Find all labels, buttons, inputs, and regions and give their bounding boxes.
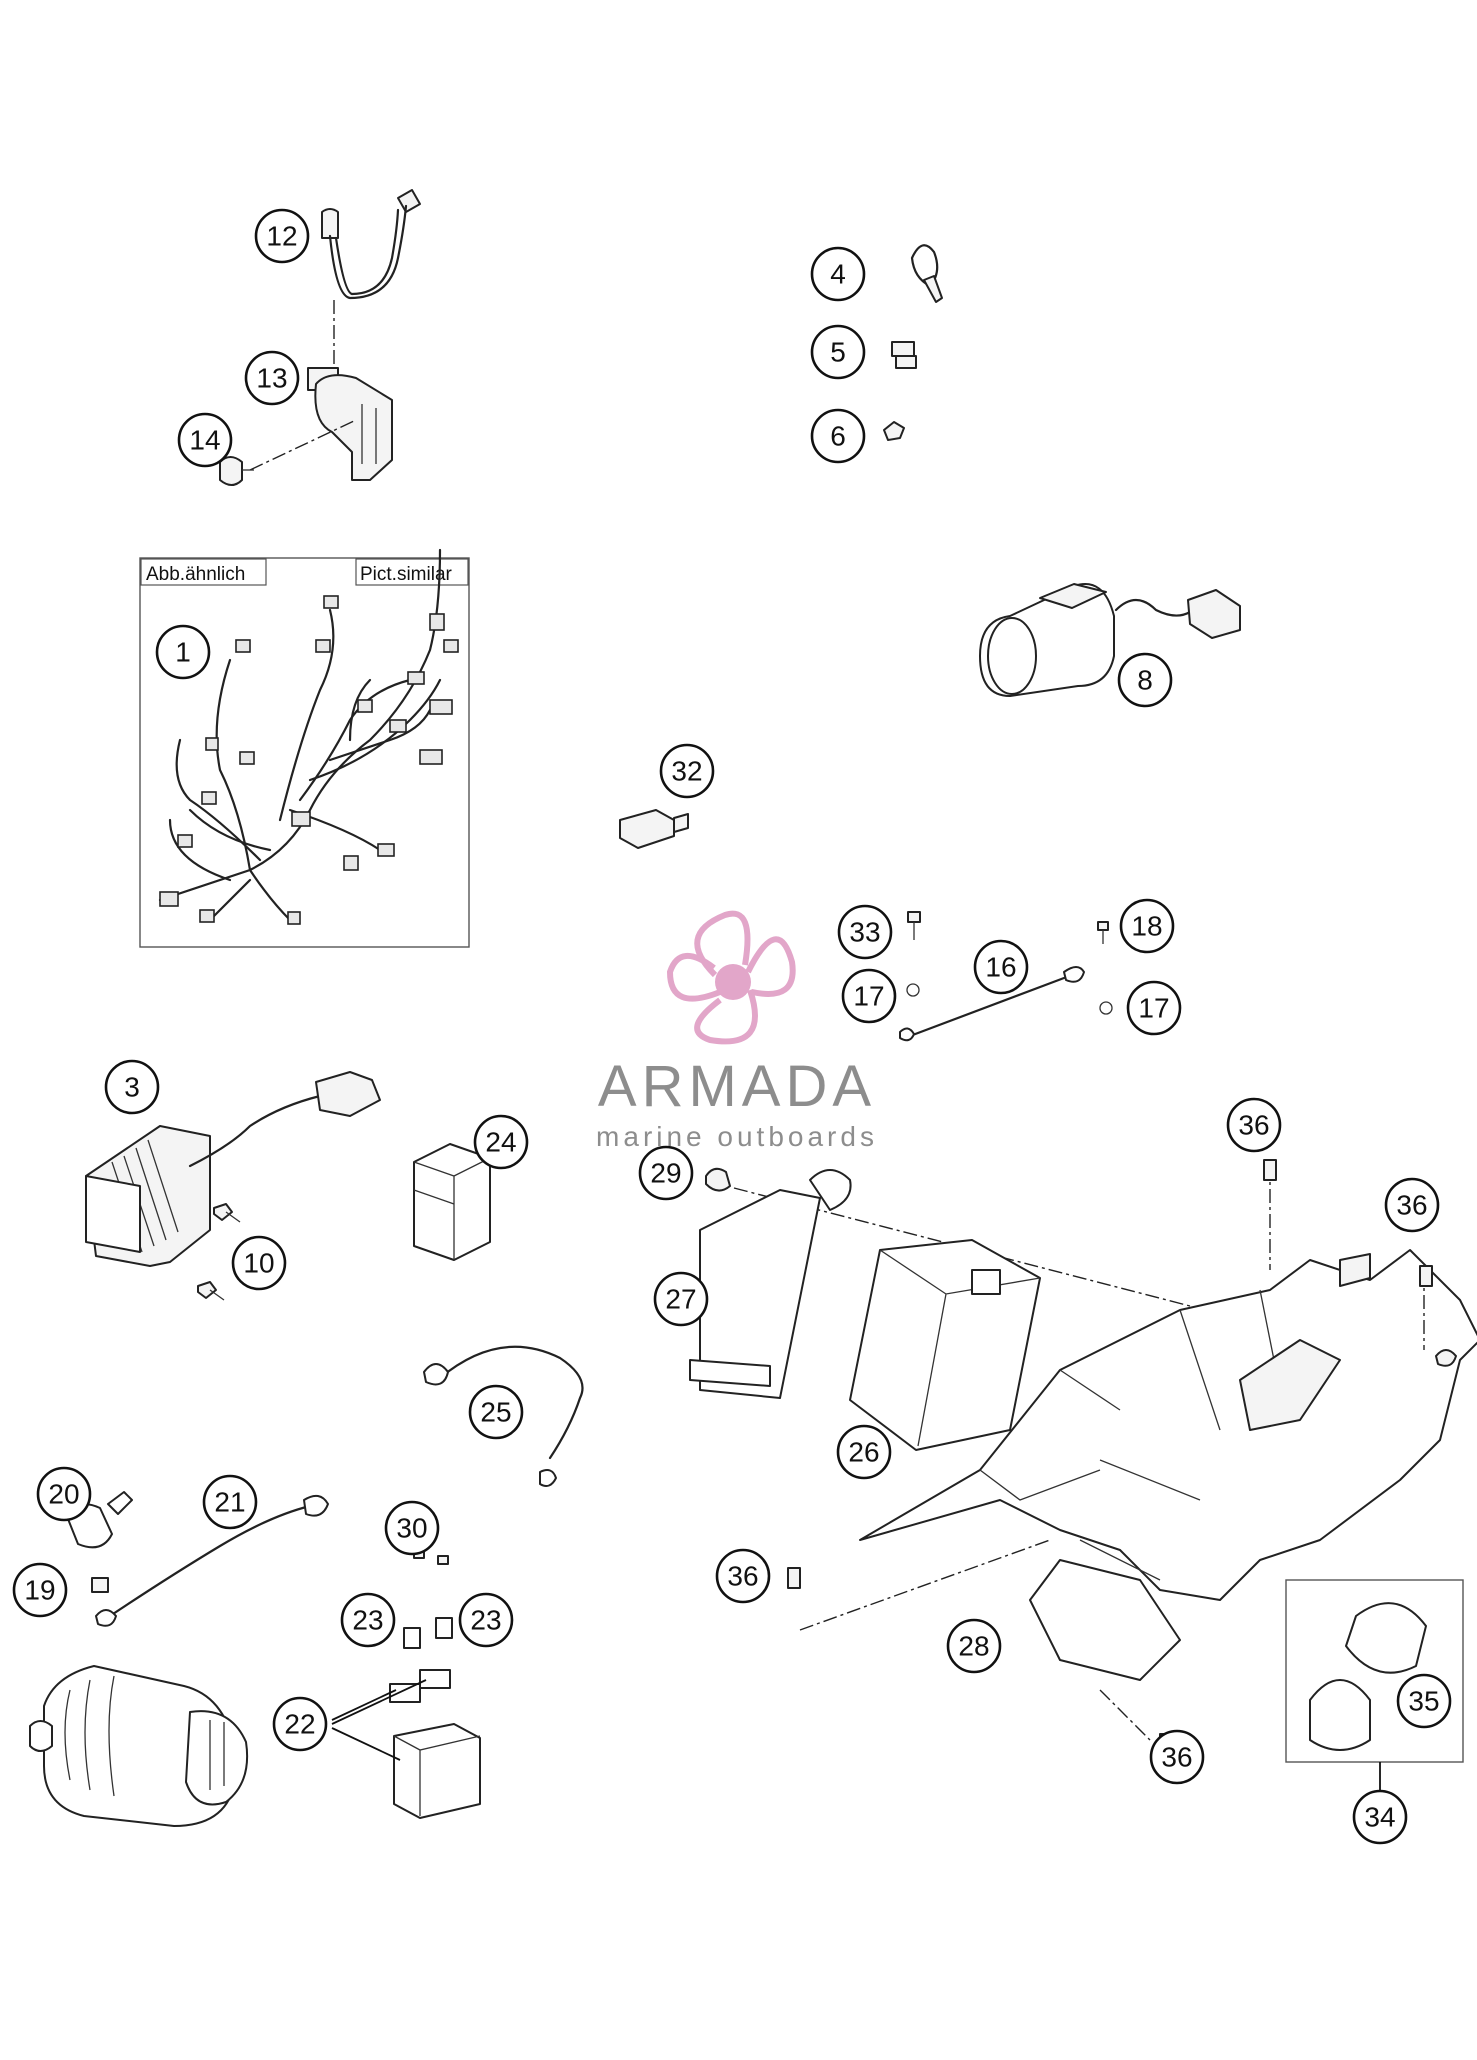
svg-text:32: 32 [671, 756, 702, 787]
svg-text:26: 26 [848, 1437, 879, 1468]
svg-text:36: 36 [727, 1561, 758, 1592]
callout-23-left: 23 [340, 1592, 396, 1648]
callout-10: 10 [231, 1235, 287, 1291]
svg-text:23: 23 [470, 1605, 501, 1636]
starter-motor-illustration [29, 1665, 249, 1827]
starter-relay-illustration [331, 1549, 481, 1819]
callout-16: 16 [973, 939, 1029, 995]
notice-english: Pict.similar [360, 564, 453, 585]
cable-clip-illustration [891, 341, 917, 369]
callout-25: 25 [468, 1384, 524, 1440]
svg-text:16: 16 [985, 952, 1016, 983]
svg-text:28: 28 [958, 1631, 989, 1662]
ground-cable-illustration [899, 911, 1113, 1042]
svg-text:4: 4 [830, 259, 846, 290]
callout-26: 26 [836, 1424, 892, 1480]
cylinder-component-illustration [979, 583, 1241, 697]
svg-text:3: 3 [124, 1072, 140, 1103]
svg-text:20: 20 [48, 1479, 79, 1510]
callout-22: 22 [272, 1696, 328, 1752]
callout-34: 34 [1352, 1789, 1408, 1845]
cable-tie-illustration [910, 244, 943, 303]
svg-text:36: 36 [1161, 1742, 1192, 1773]
callout-36-left: 36 [715, 1548, 771, 1604]
switch-assembly-illustration [219, 189, 421, 486]
svg-text:5: 5 [830, 337, 846, 368]
callout-17-left: 17 [841, 968, 897, 1024]
callout-19: 19 [12, 1562, 68, 1618]
svg-text:35: 35 [1408, 1686, 1439, 1717]
svg-text:22: 22 [284, 1709, 315, 1740]
svg-text:23: 23 [352, 1605, 383, 1636]
svg-text:17: 17 [1138, 993, 1169, 1024]
brand-tagline: marine outboards [596, 1121, 878, 1152]
relay-illustration [413, 1143, 491, 1261]
svg-text:14: 14 [189, 425, 220, 456]
svg-text:34: 34 [1364, 1802, 1395, 1833]
svg-text:30: 30 [396, 1513, 427, 1544]
svg-text:18: 18 [1131, 911, 1162, 942]
callout-27: 27 [653, 1271, 709, 1327]
callout-30: 30 [384, 1500, 440, 1556]
callout-5: 5 [810, 324, 866, 380]
notice-german: Abb.ähnlich [146, 564, 245, 585]
svg-text:25: 25 [480, 1397, 511, 1428]
svg-text:8: 8 [1137, 665, 1153, 696]
callout-36-right: 36 [1384, 1177, 1440, 1233]
battery-cable-illustration [423, 1345, 584, 1487]
svg-text:21: 21 [214, 1487, 245, 1518]
callout-13: 13 [244, 350, 300, 406]
armada-logo: ARMADA marine outboards [596, 910, 878, 1152]
svg-text:17: 17 [853, 981, 884, 1012]
wiring-harness-illustration [158, 548, 459, 925]
starter-cable-illustration [65, 1491, 329, 1627]
callout-18: 18 [1119, 898, 1175, 954]
callout-14: 14 [177, 412, 233, 468]
callout-33: 33 [837, 904, 893, 960]
callout-36-bottom: 36 [1149, 1729, 1205, 1785]
callout-8: 8 [1117, 652, 1173, 708]
svg-text:6: 6 [830, 421, 846, 452]
wiring-harness-box: Abb.ähnlich Pict.similar [139, 548, 470, 948]
callout-6: 6 [810, 408, 866, 464]
callout-35: 35 [1396, 1673, 1452, 1729]
callout-1: 1 [155, 624, 211, 680]
svg-text:33: 33 [849, 917, 880, 948]
callout-23-right: 23 [458, 1592, 514, 1648]
regulator-illustration [85, 1071, 381, 1301]
callout-12: 12 [254, 208, 310, 264]
svg-text:1: 1 [175, 637, 191, 668]
callout-32: 32 [659, 743, 715, 799]
svg-text:19: 19 [24, 1575, 55, 1606]
svg-text:36: 36 [1238, 1110, 1269, 1141]
brand-name: ARMADA [598, 1054, 876, 1119]
connector-illustration [619, 809, 689, 849]
battery-box-illustration [689, 1159, 1477, 1755]
small-clip-illustration [883, 421, 905, 441]
svg-text:12: 12 [266, 221, 297, 252]
svg-text:13: 13 [256, 363, 287, 394]
callout-29: 29 [638, 1145, 694, 1201]
sensor-box [1285, 1579, 1464, 1800]
svg-text:29: 29 [650, 1158, 681, 1189]
callout-17-right: 17 [1126, 980, 1182, 1036]
callout-4: 4 [810, 246, 866, 302]
svg-text:24: 24 [485, 1127, 516, 1158]
svg-text:36: 36 [1396, 1190, 1427, 1221]
svg-text:27: 27 [665, 1284, 696, 1315]
callout-28: 28 [946, 1618, 1002, 1674]
callout-3: 3 [104, 1059, 160, 1115]
callout-21: 21 [202, 1474, 258, 1530]
svg-text:10: 10 [243, 1248, 274, 1279]
callout-36-top: 36 [1226, 1097, 1282, 1153]
callout-20: 20 [36, 1466, 92, 1522]
callout-24: 24 [473, 1114, 529, 1170]
